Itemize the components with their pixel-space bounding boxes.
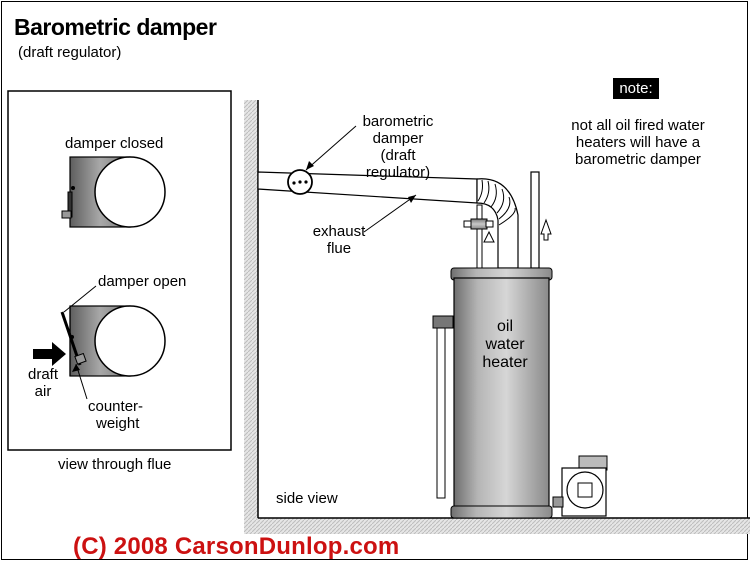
note-text: not all oil fired water heaters will hav… — [548, 117, 728, 168]
label-flue: flue — [326, 240, 352, 257]
copyright-text: (C) 2008 CarsonDunlop.com — [73, 533, 400, 560]
exhaust-leader — [363, 194, 417, 233]
inset-box — [7, 90, 232, 451]
water-heater-tank — [432, 267, 553, 519]
label-barometric-damper: barometric damper (draft regulator) — [348, 113, 448, 181]
label-barometric-2: damper — [372, 130, 424, 147]
label-oil-water-heater: oil water heater — [470, 318, 540, 372]
label-exhaust: exhaust — [312, 223, 366, 240]
label-barometric-1: barometric — [362, 113, 434, 130]
label-barometric-4: regulator) — [365, 164, 431, 181]
label-damper-closed: damper closed — [65, 135, 164, 152]
label-exhaust-flue: exhaust flue — [300, 223, 378, 257]
label-counter: counter- — [88, 398, 144, 415]
valve-icon — [463, 204, 495, 269]
label-view-through-flue: view through flue — [58, 456, 172, 473]
barometric-leader — [305, 125, 357, 171]
diagram-title: Barometric damper — [14, 14, 217, 40]
damper-open-figure — [60, 305, 166, 377]
diagram-subtitle: (draft regulator) — [18, 44, 122, 61]
floor — [244, 518, 750, 534]
label-counterweight: counter- weight — [88, 398, 143, 432]
note-line-2: heaters will have a — [575, 134, 701, 151]
label-air: air — [34, 383, 52, 400]
note-badge: note: — [613, 78, 659, 99]
label-draft: draft — [27, 366, 58, 383]
label-draft-air: draft air — [26, 366, 60, 400]
label-heater: heater — [482, 354, 528, 371]
up-arrow-icon — [540, 218, 552, 241]
note-line-3: barometric damper — [575, 151, 701, 168]
damper-closed-figure — [61, 156, 166, 228]
note-line-1: not all oil fired water — [571, 117, 705, 134]
wall — [244, 100, 258, 534]
label-barometric-3: (draft — [380, 147, 416, 164]
label-side-view: side view — [276, 490, 338, 507]
vent-pipe — [530, 171, 540, 269]
flue-elbow — [476, 178, 519, 269]
draft-arrow-icon — [33, 342, 66, 366]
label-weight: weight — [96, 415, 140, 432]
label-water: water — [485, 336, 525, 353]
label-damper-open: damper open — [98, 273, 187, 290]
oil-burner-icon — [552, 455, 608, 517]
label-oil: oil — [496, 318, 513, 335]
damper-open-leader — [63, 285, 97, 313]
